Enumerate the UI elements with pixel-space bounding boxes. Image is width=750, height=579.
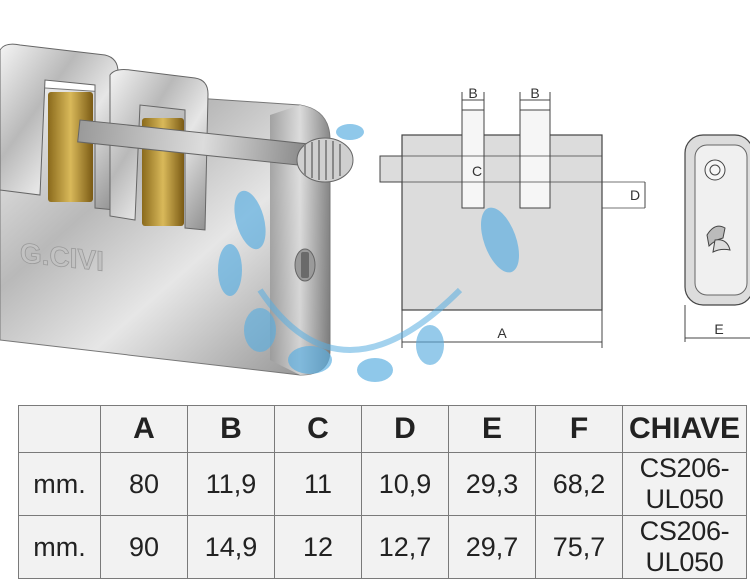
spec-table: A B C D E F CHIAVE mm. 80 11,9 11 10,9 2… xyxy=(18,405,747,579)
header-cell-c: C xyxy=(274,405,362,453)
table-header-row: A B C D E F CHIAVE xyxy=(18,405,747,453)
padlock-photo: G.CIVI xyxy=(0,43,354,376)
header-cell-chiave: CHIAVE xyxy=(622,405,747,453)
cell-b: 11,9 xyxy=(187,452,275,516)
cell-unit: mm. xyxy=(18,515,101,579)
dim-label-b1: B xyxy=(468,85,477,101)
cell-a: 80 xyxy=(100,452,188,516)
cell-a: 90 xyxy=(100,515,188,579)
header-cell-a: A xyxy=(100,405,188,453)
cell-e: 29,3 xyxy=(448,452,536,516)
cell-d: 10,9 xyxy=(361,452,449,516)
watermark xyxy=(218,124,520,420)
bolt-knob xyxy=(296,137,354,183)
cell-key: CS206-UL050 xyxy=(622,515,747,579)
dim-label-e: E xyxy=(714,321,723,337)
dim-label-b2: B xyxy=(530,85,539,101)
header-cell-b: B xyxy=(187,405,275,453)
product-sheet: G.CIVI B B C D A xyxy=(0,43,750,579)
table-row: mm. 90 14,9 12 12,7 29,7 75,7 CS206-UL05… xyxy=(18,515,747,579)
keyhole-icon xyxy=(294,248,316,282)
cell-f: 75,7 xyxy=(535,515,623,579)
dim-label-a: A xyxy=(497,325,507,341)
header-cell-f: F xyxy=(535,405,623,453)
cell-c: 11 xyxy=(274,452,362,516)
table-row: mm. 80 11,9 11 10,9 29,3 68,2 CS206-UL05… xyxy=(18,452,747,516)
cell-d: 12,7 xyxy=(361,515,449,579)
cell-b: 14,9 xyxy=(187,515,275,579)
header-cell-empty xyxy=(18,405,101,453)
cell-f: 68,2 xyxy=(535,452,623,516)
cell-unit: mm. xyxy=(18,452,101,516)
dim-label-d: D xyxy=(630,187,640,203)
cell-c: 12 xyxy=(274,515,362,579)
spec-table-wrap: A B C D E F CHIAVE mm. 80 11,9 11 10,9 2… xyxy=(18,405,747,579)
key-mechanism-icon xyxy=(706,225,731,253)
cell-key: CS206-UL050 xyxy=(622,452,747,516)
side-view-drawing: E xyxy=(684,134,750,342)
cell-e: 29,7 xyxy=(448,515,536,579)
header-cell-d: D xyxy=(361,405,449,453)
header-cell-e: E xyxy=(448,405,536,453)
dim-label-c: C xyxy=(472,163,482,179)
